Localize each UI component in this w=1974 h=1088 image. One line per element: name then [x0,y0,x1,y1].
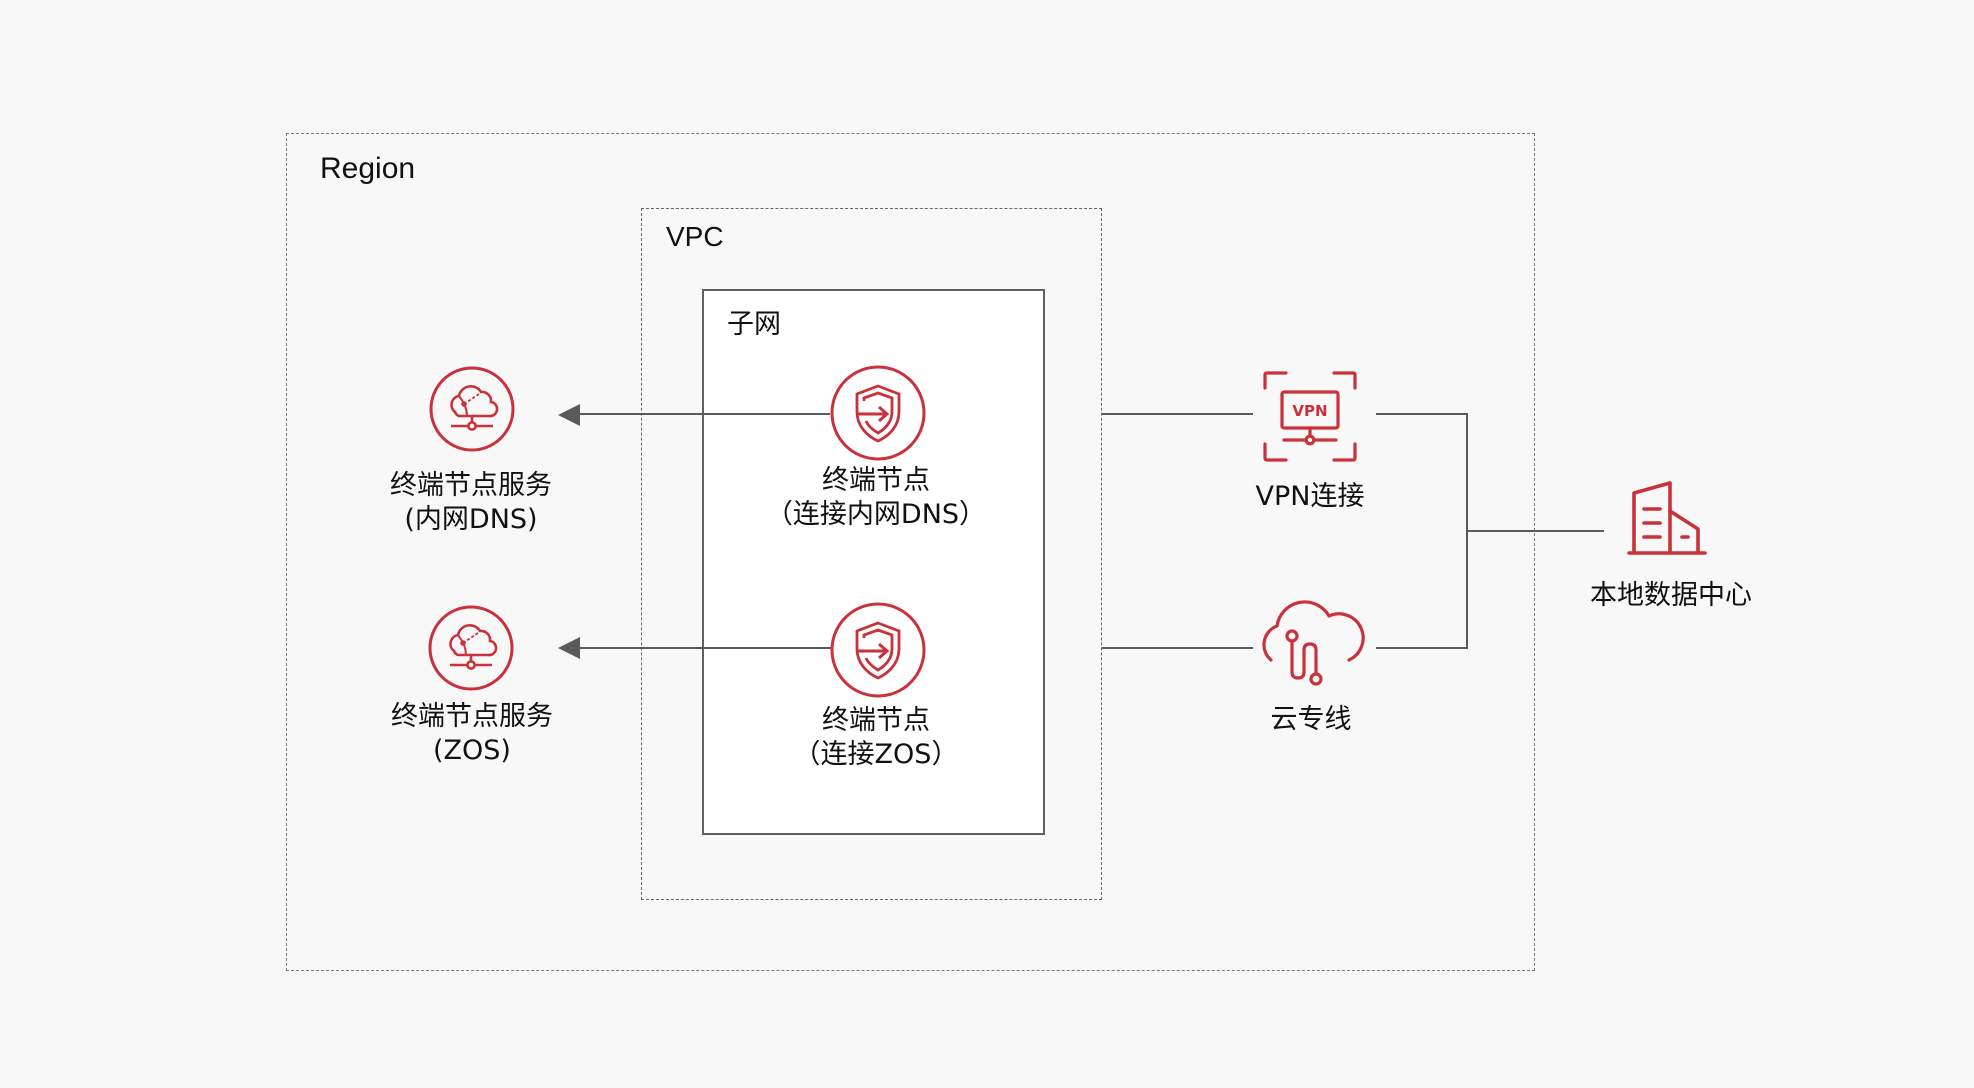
arrowhead-service-zos [558,637,580,659]
endpoint-zos-label-line2: （连接ZOS） [793,739,959,770]
endpoint-zos-label-line1: 终端节点 [821,705,930,736]
datacenter-label: 本地数据中心 [1590,580,1752,611]
cloud-network-icon [428,605,514,691]
shield-arrow-icon [830,602,926,698]
subnet-label: 子网 [727,309,781,340]
svg-text:VPN: VPN [1292,402,1327,420]
endpoint-zos-label: 终端节点 （连接ZOS） [794,704,959,772]
service-dns-label: 终端节点服务 (内网DNS) [390,469,552,537]
direct-connect-label: 云专线 [1270,704,1352,735]
service-dns-label-line2: (内网DNS) [404,504,538,535]
service-zos-label-line2: (ZOS) [433,735,511,766]
connection-vpn-to-bus [1376,413,1468,649]
region-container [286,133,1535,971]
vpn-monitor-icon: VPN [1263,371,1357,462]
vpc-label: VPC [666,221,724,252]
service-zos-label-line1: 终端节点服务 [391,701,553,732]
building-icon [1627,481,1707,555]
subnet-container [702,289,1045,835]
endpoint-dns-label-line2: （连接内网DNS） [765,499,987,530]
endpoint-dns-label-line1: 终端节点 [821,465,930,496]
shield-arrow-icon [830,365,926,461]
cloud-line-icon [1262,600,1365,686]
cloud-network-icon [429,366,515,452]
endpoint-dns-label: 终端节点 （连接内网DNS） [766,464,986,532]
service-dns-label-line1: 终端节点服务 [390,470,552,501]
vpn-label: VPN连接 [1255,481,1365,512]
vpc-container [641,208,1102,900]
arrowhead-service-dns [558,404,580,426]
region-label: Region [320,152,416,185]
service-zos-label: 终端节点服务 (ZOS) [391,700,553,768]
